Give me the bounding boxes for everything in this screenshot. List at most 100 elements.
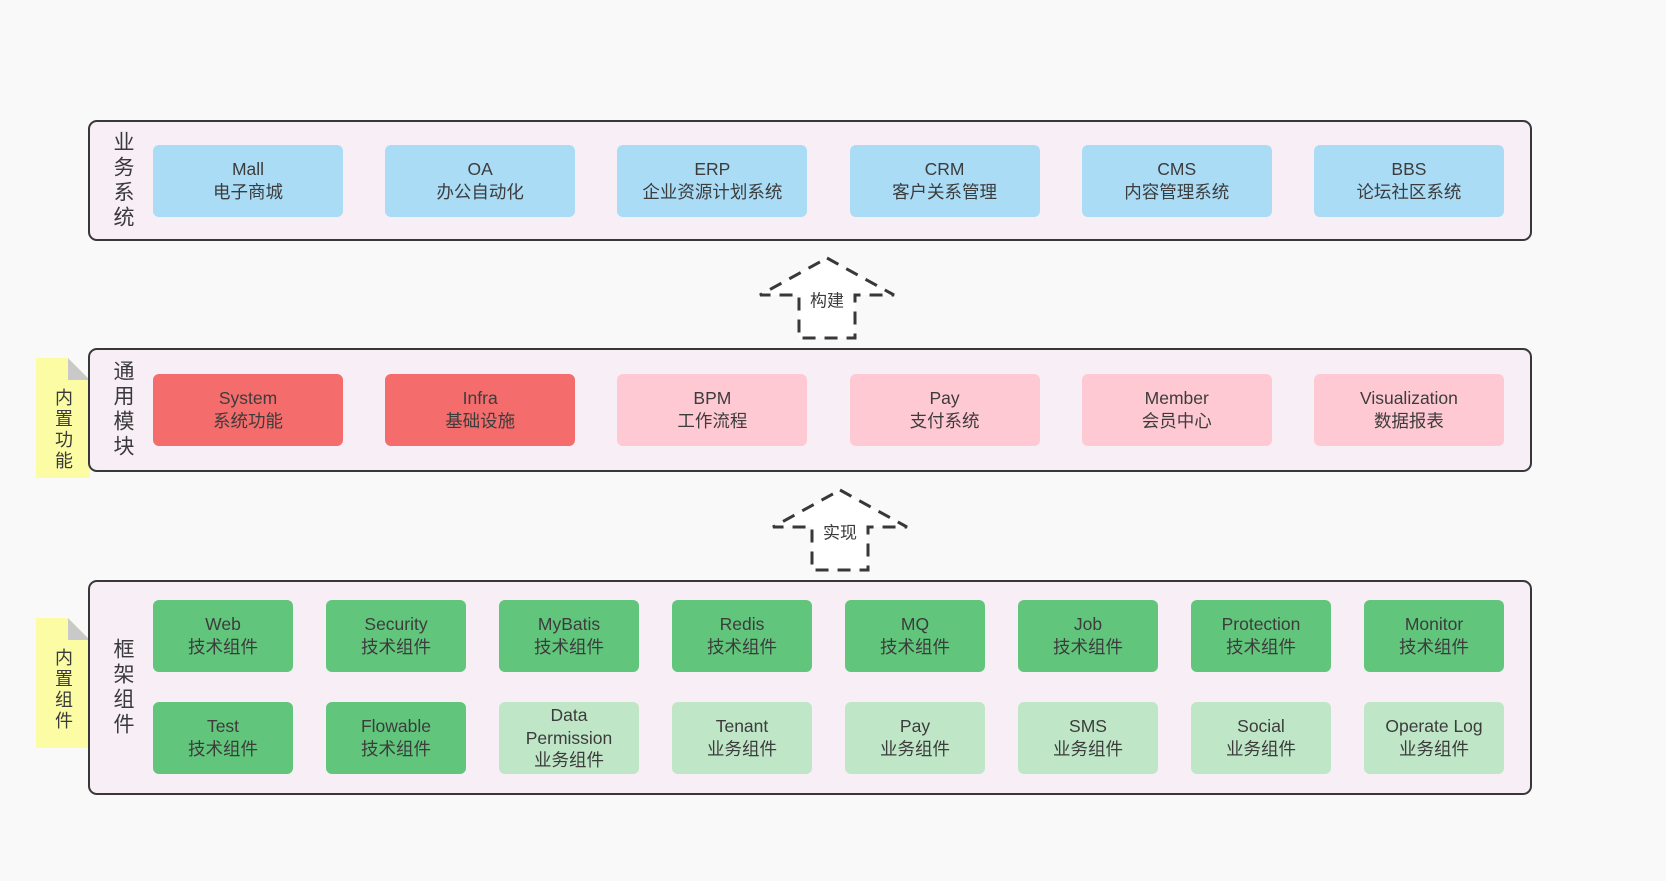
box-job: Job 技术组件 [1018, 600, 1158, 672]
box-mybatis: MyBatis 技术组件 [499, 600, 639, 672]
box-subtitle: 技术组件 [1226, 637, 1296, 657]
common-modules-content: System 系统功能 Infra 基础设施 BPM 工作流程 Pay 支付系统… [137, 374, 1530, 446]
box-subtitle: 技术组件 [1399, 637, 1469, 657]
box-subtitle: 技术组件 [1053, 637, 1123, 657]
box-title: Pay [929, 388, 960, 409]
box-subtitle: 工作流程 [677, 411, 748, 431]
box-title: Member [1144, 388, 1209, 409]
box-title: Infra [462, 388, 498, 409]
business-systems-content: Mall 电子商城 OA 办公自动化 ERP 企业资源计划系统 CRM 客户关系… [137, 144, 1530, 217]
box-subtitle: 技术组件 [707, 637, 777, 657]
box-subtitle: 业务组件 [707, 739, 777, 759]
box-subtitle: 业务组件 [1053, 739, 1123, 759]
box-subtitle: 办公自动化 [436, 181, 524, 202]
box-title: Redis [719, 614, 765, 635]
box-title: BPM [693, 388, 732, 409]
box-title: Mall [231, 158, 265, 179]
box-subtitle: 业务组件 [880, 739, 950, 759]
box-pay: Pay 支付系统 [849, 374, 1040, 446]
box-monitor: Monitor 技术组件 [1364, 600, 1504, 672]
box-oa: OA 办公自动化 [385, 144, 576, 217]
box-test: Test 技术组件 [153, 702, 293, 774]
sticky-fold-corner [68, 618, 90, 640]
biz-components-row: Test 技术组件 Flowable 技术组件 Data Permission … [153, 702, 1504, 774]
box-flowable: Flowable 技术组件 [326, 702, 466, 774]
sticky-note-text: 内置功能 [53, 388, 73, 472]
arrow-label: 实现 [819, 517, 861, 545]
box-data-permission: Data Permission 业务组件 [499, 702, 639, 774]
box-title: Visualization [1359, 388, 1458, 409]
box-bpm: BPM 工作流程 [617, 374, 808, 446]
box-subtitle: 系统功能 [213, 411, 283, 431]
box-subtitle: 基础设施 [445, 411, 516, 431]
box-title: CRM [924, 158, 965, 179]
framework-components-label: 框架组件 [111, 637, 134, 738]
box-web: Web 技术组件 [153, 600, 293, 672]
box-security: Security 技术组件 [326, 600, 466, 672]
box-bbs: BBS 论坛社区系统 [1313, 144, 1504, 217]
box-title: CMS [1157, 158, 1197, 179]
box-subtitle: 电子商城 [213, 181, 283, 202]
box-member: Member 会员中心 [1081, 374, 1272, 446]
box-title: Pay [899, 716, 931, 737]
box-subtitle: 支付系统 [909, 411, 980, 431]
box-redis: Redis 技术组件 [672, 600, 812, 672]
box-crm: CRM 客户关系管理 [849, 144, 1040, 217]
box-subtitle: 内容管理系统 [1124, 181, 1230, 202]
arrow-build: 构建 [757, 255, 897, 341]
box-cms: CMS 内容管理系统 [1081, 144, 1272, 217]
box-title: Data Permission [525, 704, 613, 748]
box-mq: MQ 技术组件 [845, 600, 985, 672]
box-title: Operate Log [1385, 716, 1483, 737]
box-title: Tenant [715, 716, 769, 737]
box-title: Test [206, 716, 240, 737]
box-subtitle: 客户关系管理 [892, 181, 998, 202]
box-subtitle: 技术组件 [361, 637, 431, 657]
business-systems-label: 业务系统 [111, 130, 134, 231]
sticky-fold-corner [68, 358, 90, 380]
box-subtitle: 技术组件 [361, 739, 431, 759]
box-title: Job [1073, 614, 1103, 635]
box-mall: Mall 电子商城 [153, 144, 343, 217]
box-title: MQ [900, 614, 930, 635]
tech-components-row: Web 技术组件 Security 技术组件 MyBatis 技术组件 Redi… [153, 600, 1504, 672]
box-subtitle: 技术组件 [188, 739, 258, 759]
panel-framework-components: 框架组件 Web 技术组件 Security 技术组件 MyBatis 技术组件… [88, 580, 1532, 795]
sticky-note-builtin-components: 内置组件 [36, 618, 90, 748]
box-title: SMS [1069, 716, 1107, 737]
framework-components-content: Web 技术组件 Security 技术组件 MyBatis 技术组件 Redi… [137, 580, 1530, 795]
box-title: Social [1237, 716, 1285, 737]
box-subtitle: 技术组件 [188, 637, 258, 657]
box-title: System [218, 388, 278, 409]
box-title: MyBatis [537, 614, 601, 635]
box-subtitle: 业务组件 [1226, 739, 1296, 759]
box-subtitle: 会员中心 [1141, 411, 1212, 431]
box-title: Monitor [1404, 614, 1464, 635]
box-system: System 系统功能 [153, 374, 343, 446]
box-title: Flowable [360, 716, 432, 737]
box-title: ERP [694, 158, 731, 179]
box-subtitle: 论坛社区系统 [1356, 181, 1462, 202]
box-pay-biz: Pay 业务组件 [845, 702, 985, 774]
arrow-implement: 实现 [770, 487, 910, 573]
sticky-note-builtin-features: 内置功能 [36, 358, 90, 478]
panel-business-systems: 业务系统 Mall 电子商城 OA 办公自动化 ERP 企业资源计划系统 CRM… [88, 120, 1532, 241]
sticky-note-text: 内置组件 [53, 648, 73, 732]
box-social: Social 业务组件 [1191, 702, 1331, 774]
box-infra: Infra 基础设施 [385, 374, 576, 446]
box-subtitle: 技术组件 [880, 637, 950, 657]
common-modules-label: 通用模块 [111, 360, 134, 460]
box-subtitle: 数据报表 [1373, 411, 1444, 431]
box-subtitle: 业务组件 [1399, 739, 1469, 759]
box-subtitle: 业务组件 [534, 750, 604, 771]
box-protection: Protection 技术组件 [1191, 600, 1331, 672]
box-title: Protection [1221, 614, 1301, 635]
box-subtitle: 技术组件 [534, 637, 604, 657]
box-operate-log: Operate Log 业务组件 [1364, 702, 1504, 774]
arrow-label: 构建 [806, 285, 848, 313]
panel-common-modules: 通用模块 System 系统功能 Infra 基础设施 BPM 工作流程 Pay… [88, 348, 1532, 472]
box-title: Web [205, 614, 241, 635]
box-title: OA [467, 158, 493, 179]
box-tenant: Tenant 业务组件 [672, 702, 812, 774]
